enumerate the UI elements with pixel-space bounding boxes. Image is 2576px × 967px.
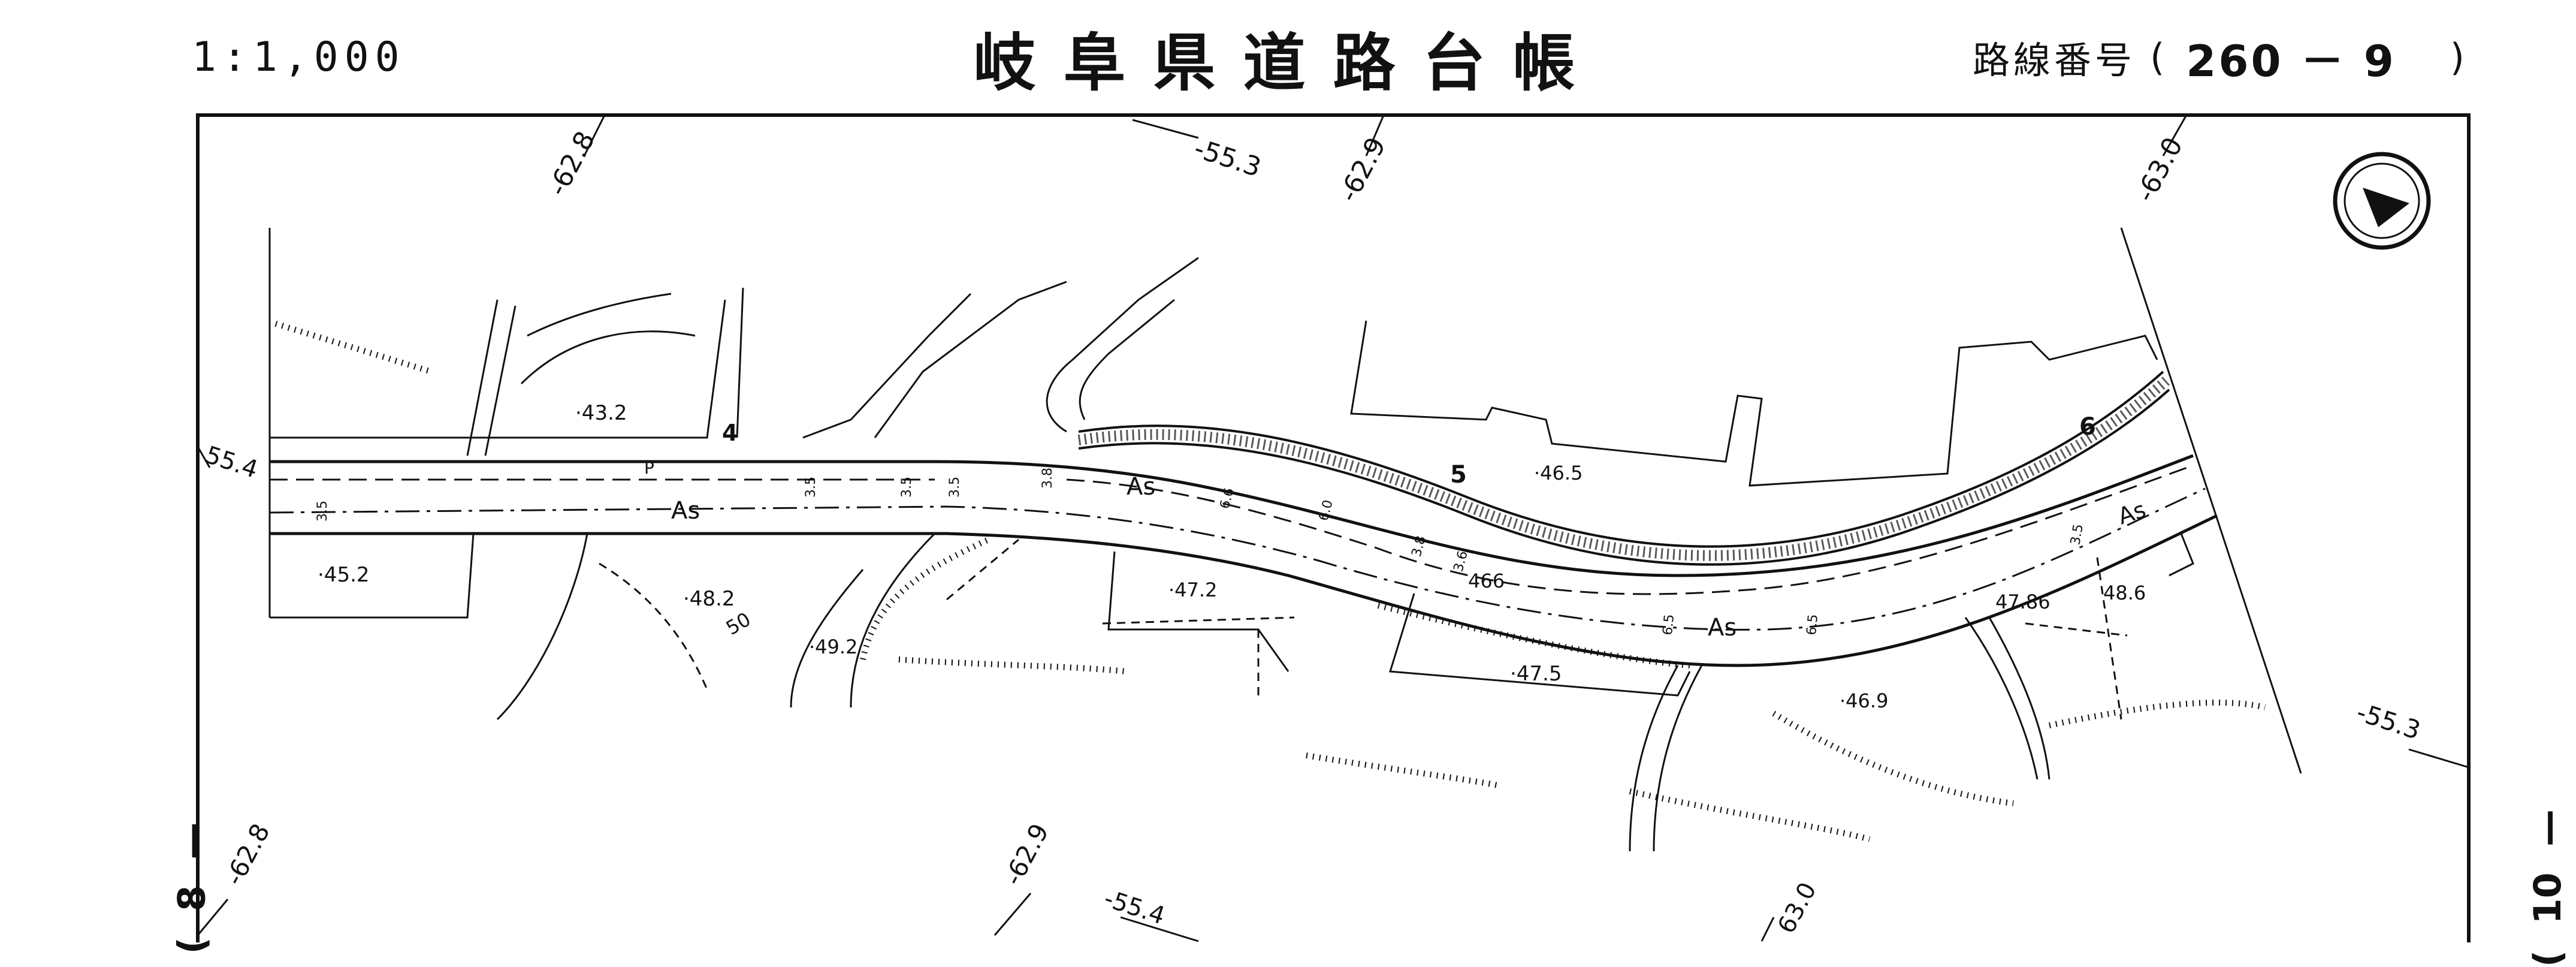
route-open-paren: ( [2150, 35, 2169, 79]
grid-label: -62.8 [219, 819, 276, 890]
grid-label: 55.4 [202, 441, 261, 484]
page-title: 岐阜県道路台帳 [973, 26, 1603, 100]
paren-open: ( [2525, 924, 2569, 967]
elevation-label: ·46.9 [1840, 689, 1888, 712]
width-label: 6.5 [1804, 613, 1821, 635]
embankments [274, 321, 2266, 842]
adjacent-sheet-right: ( 10 — [2526, 809, 2569, 967]
grid-label: -62.9 [1333, 132, 1392, 207]
elevation-label: 466 [1468, 570, 1505, 592]
station-number: 6 [2079, 413, 2096, 441]
road-ledger-map: -62.8 -55.3 -62.9 -63.0 55.4 -55.3 -62.8… [196, 113, 2471, 942]
elevation-label: ·47.5 [1510, 662, 1562, 686]
route-number-block: 路線番号 ( 260 － 9 ) [1973, 0, 2468, 114]
width-label: 3.5 [804, 477, 819, 498]
surface-label: As [2115, 496, 2149, 530]
contour-label: 50 [722, 608, 754, 640]
grid-label: -63.0 [2130, 132, 2189, 207]
right-boundary [2120, 227, 2302, 774]
width-label: 3.5 [2068, 523, 2086, 546]
sheet-number-left: 8 [170, 885, 214, 911]
elevation-label: ·48.2 [683, 587, 735, 611]
width-label: 3.5 [947, 477, 962, 498]
grid-label: -55.3 [2353, 697, 2424, 745]
route-number: 260 － 9 [2186, 35, 2396, 86]
elevation-label: ·47.2 [1168, 579, 1217, 601]
elevation-label: 48.6 [2103, 582, 2146, 604]
width-label: 6.5 [1660, 613, 1677, 635]
grid-label: -62.8 [542, 126, 601, 201]
elevation-label: ·43.2 [575, 401, 627, 425]
surface-label: As [1708, 614, 1737, 641]
grid-label: -62.9 [998, 819, 1055, 890]
parcel-lines [599, 538, 2128, 720]
surface-label: As [671, 497, 700, 525]
station-number: 5 [1450, 461, 1467, 489]
adjacent-sheet-left: ( 8 — [170, 823, 213, 954]
north-arrow-icon [2333, 152, 2431, 250]
pavement-mark: P [644, 458, 654, 478]
terrain-lines [270, 257, 2194, 852]
building-outline [1350, 320, 2158, 487]
elevation-label: ·45.2 [318, 563, 370, 587]
surface-label: As [1127, 473, 1155, 501]
sheet-number-right: 10 [2525, 872, 2569, 924]
elevation-label: ·46.5 [1534, 462, 1583, 484]
map-frame [196, 113, 2471, 942]
grid-label: -55.3 [1191, 133, 1265, 183]
station-number: 4 [722, 420, 738, 446]
width-label: 6.0 [1316, 498, 1336, 522]
route-close-paren: ) [2450, 35, 2468, 79]
road-edges [269, 454, 2218, 667]
width-label: 3.5 [315, 501, 330, 522]
retaining-wall [1077, 370, 2170, 566]
elevation-label: ·49.2 [809, 635, 857, 658]
paren-open: ( [170, 911, 214, 954]
grid-label: 63.0 [1772, 878, 1822, 938]
route-label: 路線番号 [1973, 38, 2136, 82]
width-label: 3.5 [899, 477, 914, 498]
elevation-label: 47.86 [1995, 591, 2050, 613]
width-label: 3.8 [1040, 468, 1055, 489]
map-scale: 1:1,000 [192, 33, 406, 81]
paren-close: — [170, 822, 214, 885]
grid-label: -55.4 [1101, 885, 1168, 930]
grid-ticks [197, 113, 2469, 942]
paren-close: — [2525, 809, 2569, 873]
